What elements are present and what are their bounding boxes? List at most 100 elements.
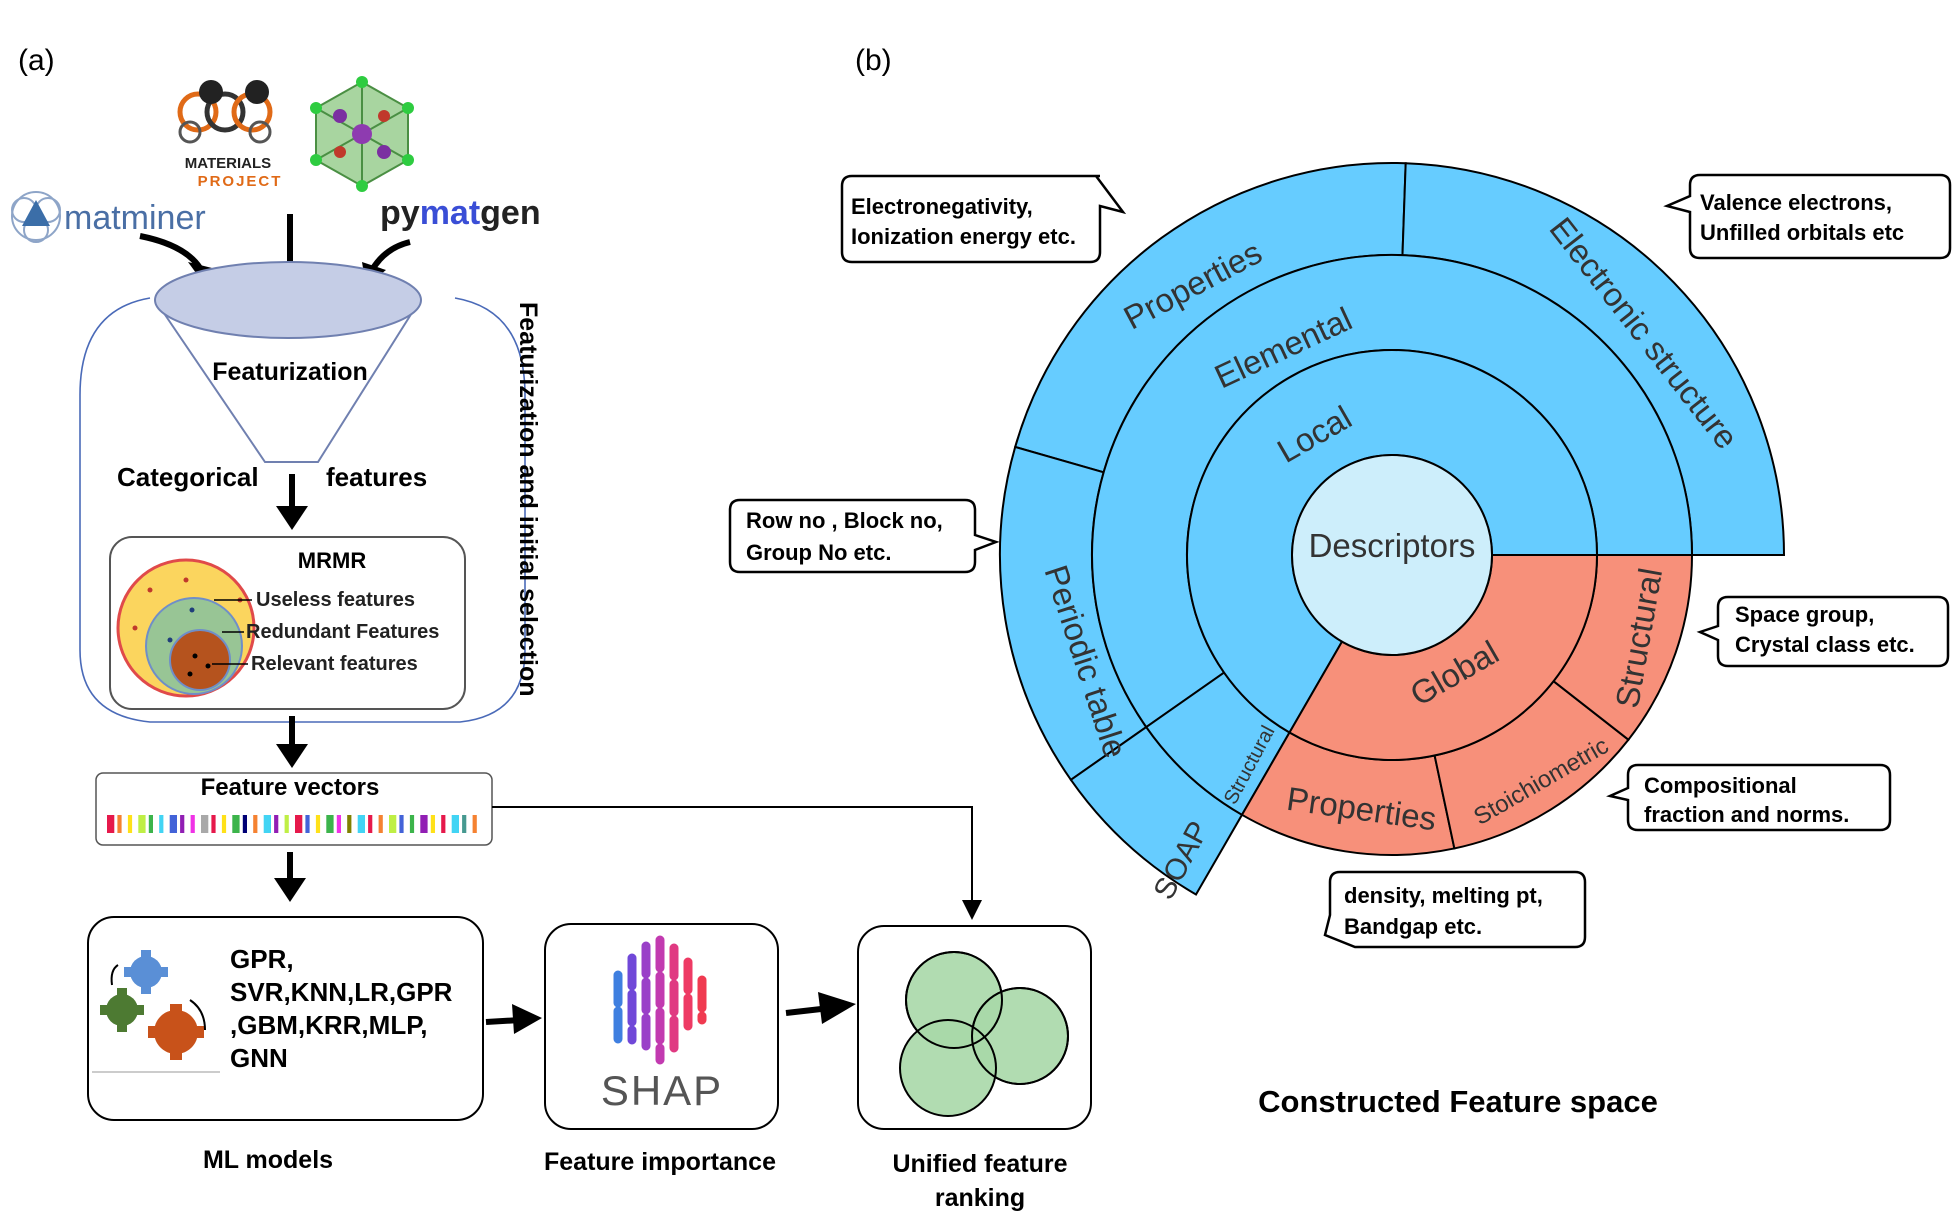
callout-row-block: Row no , Block no, Group No etc. — [728, 498, 1000, 574]
featurization-side-label: Featurization and initial selection — [514, 302, 542, 697]
ml-models-line3: ,GBM,KRR,MLP, — [230, 1010, 427, 1040]
barcode-bar — [180, 815, 185, 833]
callout-space-group-line1: Space group, — [1735, 602, 1874, 627]
barcode-bar — [169, 815, 177, 833]
panel-a-label: (a) — [18, 44, 55, 77]
unified-caption-line1: Unified feature — [892, 1150, 1067, 1178]
down-arrow-1 — [276, 474, 308, 530]
barcode-bar — [127, 815, 133, 833]
sector-descriptors-center — [1291, 454, 1493, 656]
pymatgen-mat: mat — [420, 194, 480, 232]
materials-project-line1: MATERIALS — [185, 155, 271, 172]
gears-icon — [92, 950, 220, 1073]
barcode-bar — [378, 815, 383, 833]
barcode-bar — [357, 815, 365, 833]
callout-space-group-line2: Crystal class etc. — [1735, 632, 1915, 657]
panel-b-label: (b) — [855, 44, 892, 77]
barcode-bar — [441, 815, 446, 833]
barcode-bar — [472, 815, 477, 833]
down-arrow-3 — [274, 852, 306, 902]
callout-density-line1: density, melting pt, — [1344, 883, 1543, 908]
unified-caption-line2: ranking — [935, 1184, 1025, 1212]
funnel-label: Featurization — [212, 358, 368, 386]
callout-row-block-line2: Group No etc. — [746, 540, 891, 565]
barcode-bar — [242, 815, 247, 833]
barcode-bar — [232, 815, 240, 833]
barcode-bar — [399, 815, 404, 833]
barcode-bar — [315, 815, 321, 833]
feature-vectors-connector — [492, 806, 982, 920]
barcode-bar — [295, 815, 303, 833]
callout-row-block-line1: Row no , Block no, — [746, 508, 943, 533]
callout-valence-line2: Unfilled orbitals etc — [1700, 220, 1904, 245]
sunburst-chart — [999, 162, 1786, 896]
barcode-bar — [430, 815, 435, 833]
callout-compositional-line1: Compositional — [1644, 773, 1797, 798]
panel-b: (b) Descriptors Local Global Elemental S… — [728, 44, 1952, 1119]
barcode-bar — [211, 815, 216, 833]
shap-logo-text: SHAP — [601, 1067, 723, 1114]
barcode-bar — [368, 815, 373, 833]
barcode-bar — [253, 815, 258, 833]
callout-valence: Valence electrons, Unfilled orbitals etc — [1663, 173, 1952, 260]
barcode-bar — [409, 815, 415, 833]
feature-vectors-box: Feature vectors — [95, 772, 493, 846]
shap-box: SHAP Feature importance — [544, 923, 779, 1176]
categorical-label-left: Categorical — [117, 462, 259, 492]
barcode-bar — [263, 815, 271, 833]
materials-project-line2: PROJECT — [198, 173, 283, 190]
barcode-bar — [336, 815, 341, 833]
materials-project-logo: MATERIALS PROJECT — [177, 80, 283, 190]
barcode-bar — [420, 815, 428, 833]
label-descriptors: Descriptors — [1309, 527, 1476, 564]
arrow-shap-to-unified — [785, 992, 856, 1024]
callout-density-line2: Bandgap etc. — [1344, 914, 1482, 939]
featurization-funnel: Featurization — [154, 261, 422, 463]
mrmr-box: MRMR Useless features Redundant Features… — [109, 536, 466, 710]
feature-barcode — [107, 815, 477, 833]
barcode-bar — [451, 815, 459, 833]
pymatgen-py: py — [380, 194, 420, 232]
barcode-bar — [284, 815, 289, 833]
matminer-text: matminer — [64, 199, 206, 237]
redundant-features-label: Redundant Features — [246, 621, 439, 643]
barcode-bar — [389, 815, 397, 833]
barcode-bar — [305, 815, 310, 833]
useless-features-label: Useless features — [256, 589, 415, 611]
pymatgen-gen: gen — [480, 194, 540, 232]
callout-compositional: Compositional fraction and norms. — [1606, 763, 1892, 832]
shap-logo-bars — [613, 935, 707, 1065]
barcode-bar — [107, 815, 115, 833]
pymatgen-logo: pymatgen — [380, 194, 541, 232]
down-arrow-2 — [276, 716, 308, 768]
feature-importance-caption: Feature importance — [544, 1148, 776, 1176]
barcode-bar — [138, 815, 146, 833]
callout-electronegativity-line2: Ionization energy etc. — [851, 224, 1076, 249]
relevant-circle — [169, 629, 231, 691]
pymatgen-crystal-icon — [310, 76, 414, 192]
panel-a: (a) MATERIALS PROJECT — [11, 44, 1092, 1212]
barcode-bar — [274, 815, 279, 833]
categorical-label-right: features — [326, 462, 427, 492]
barcode-bar — [117, 815, 122, 833]
ml-models-caption: ML models — [203, 1146, 333, 1174]
arrow-ml-to-shap — [485, 1004, 542, 1034]
barcode-bar — [201, 815, 209, 833]
barcode-bar — [221, 815, 227, 833]
barcode-bar — [190, 815, 195, 833]
callout-density: density, melting pt, Bandgap etc. — [1323, 870, 1587, 949]
mrmr-title: MRMR — [298, 548, 367, 573]
ml-models-box: GPR, SVR,KNN,LR,GPR ,GBM,KRR,MLP, GNN ML… — [87, 916, 484, 1174]
barcode-bar — [326, 815, 334, 833]
matminer-logo: matminer — [11, 191, 206, 243]
constructed-feature-space-title: Constructed Feature space — [1258, 1084, 1658, 1119]
callout-electronegativity: Electronegativity, Ionization energy etc… — [840, 174, 1127, 264]
venn-diagram-icon — [899, 951, 1069, 1117]
barcode-bar — [148, 815, 153, 833]
ml-models-line1: GPR, — [230, 944, 294, 974]
pymatgen-text: pymatgen — [380, 194, 541, 232]
callout-compositional-line2: fraction and norms. — [1644, 802, 1849, 827]
callout-space-group: Space group, Crystal class etc. — [1696, 595, 1950, 668]
ml-models-line2: SVR,KNN,LR,GPR — [230, 977, 453, 1007]
